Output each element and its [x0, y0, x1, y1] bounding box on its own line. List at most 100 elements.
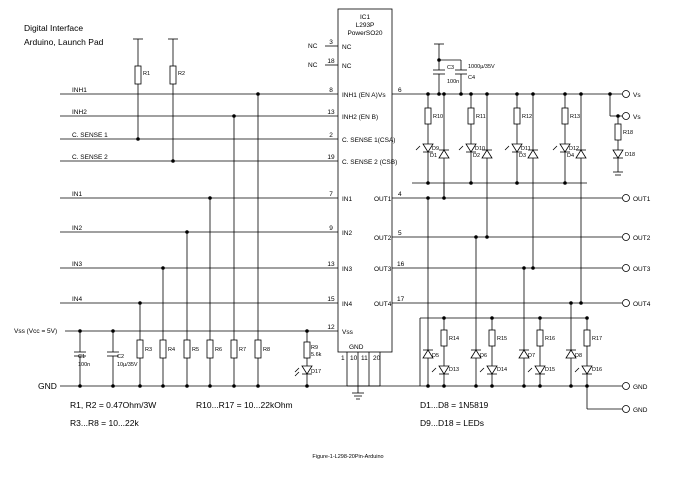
diode-label-d1: D1 [430, 153, 437, 159]
capacitor-c3: C3 100n [433, 43, 459, 96]
pin-in4: IN4 15 IN4 [60, 296, 353, 308]
svg-text:C3: C3 [447, 65, 454, 71]
svg-text:R3: R3 [145, 347, 152, 353]
svg-text:C1: C1 [78, 354, 85, 360]
led-label-d10: D10 [475, 146, 485, 152]
svg-text:Vs: Vs [378, 92, 386, 99]
svg-text:INH1: INH1 [72, 87, 87, 94]
svg-text:C. SENSE 2: C. SENSE 2 [72, 154, 108, 161]
svg-text:7: 7 [329, 191, 333, 198]
led-d14 [486, 365, 498, 375]
svg-text:C2: C2 [117, 354, 124, 360]
svg-text:C. SENSE 1: C. SENSE 1 [72, 132, 108, 139]
svg-text:9: 9 [329, 225, 333, 232]
resistor-r6: R6 [206, 196, 222, 388]
pin-nc-3: NC 3 NC [308, 39, 352, 51]
ic-body [337, 8, 393, 353]
svg-text:INH1 (EN A): INH1 (EN A) [342, 92, 378, 99]
resistor-r13 [561, 107, 569, 125]
pin-inh2: INH2 13 INH2 (EN B) [60, 109, 378, 121]
resistor-label-r17: R17 [592, 336, 602, 342]
svg-text:D17: D17 [311, 369, 321, 375]
title-line-2: Arduino, Launch Pad [24, 37, 104, 47]
svg-text:R1: R1 [143, 71, 150, 77]
resistor-r17 [583, 329, 591, 347]
svg-text:2: 2 [329, 132, 333, 139]
svg-text:C. SENSE 2 (CSB): C. SENSE 2 (CSB) [342, 159, 397, 166]
led-d11 [511, 143, 523, 153]
svg-text:IN3: IN3 [72, 261, 83, 268]
led-d15 [534, 365, 546, 375]
pin-nc-18: NC 18 NC [308, 58, 352, 70]
led-label-d13: D13 [449, 367, 459, 373]
ic-gnd-pin-20: 20 [373, 355, 381, 362]
pin-vs: Vs 6 Vs [378, 87, 641, 99]
svg-text:OUT2: OUT2 [633, 235, 651, 242]
svg-text:OUT1: OUT1 [374, 196, 392, 203]
resistor-r14 [440, 329, 448, 347]
resistor-r2: R2 [168, 38, 185, 163]
gnd-right-label-2: GND [633, 407, 648, 414]
svg-text:OUT4: OUT4 [374, 301, 392, 308]
title-line-1: Digital Interface [24, 23, 83, 33]
svg-text:13: 13 [327, 261, 335, 268]
svg-text:Vss (Vcc = 5V): Vss (Vcc = 5V) [14, 328, 57, 335]
svg-text:INH2 (EN B): INH2 (EN B) [342, 114, 378, 121]
led-d12 [559, 143, 571, 153]
svg-text:Vss: Vss [342, 329, 354, 336]
resistor-r5: R5 [183, 230, 199, 388]
svg-text:OUT3: OUT3 [374, 266, 392, 273]
capacitor-c4: 1000µ/35V C4 [437, 58, 495, 96]
svg-text:IN2: IN2 [72, 225, 83, 232]
svg-text:R9: R9 [311, 345, 318, 351]
resistor-r9: R9 5.6k [303, 329, 322, 366]
gnd-left-label: GND [38, 381, 57, 391]
gnd-right-label-1: GND [633, 384, 648, 391]
svg-text:INH2: INH2 [72, 109, 87, 116]
svg-text:17: 17 [397, 296, 405, 303]
svg-text:IN4: IN4 [72, 296, 83, 303]
svg-text:10µ/35V: 10µ/35V [117, 362, 138, 368]
svg-text:IN3: IN3 [342, 266, 353, 273]
svg-text:OUT2: OUT2 [374, 235, 392, 242]
ic-ref: IC1 [360, 14, 371, 21]
pin-out3: OUT3 16 OUT3 [374, 261, 651, 273]
svg-text:1000µ/35V: 1000µ/35V [468, 64, 495, 70]
resistor-r8: R8 [254, 92, 270, 388]
pin-csense1: C. SENSE 1 2 C. SENSE 1(CSA) [60, 132, 395, 144]
diode-label-d6: D6 [480, 353, 487, 359]
led-label-d15: D15 [545, 367, 555, 373]
led-d13 [438, 365, 450, 375]
svg-text:NC: NC [342, 63, 352, 70]
resistor-label-r13: R13 [570, 114, 580, 120]
svg-text:R2: R2 [178, 71, 185, 77]
svg-text:IN1: IN1 [72, 191, 83, 198]
led-d10 [465, 143, 477, 153]
svg-text:NC: NC [342, 44, 352, 51]
ic-gnd-pin-10: 10 [350, 355, 358, 362]
svg-text:13: 13 [327, 109, 335, 116]
resistor-r10 [424, 107, 432, 125]
gnd-terminal-1 [622, 382, 630, 390]
resistor-r4: R4 [159, 266, 175, 388]
diode-label-d3: D3 [519, 153, 526, 159]
led-d9 [422, 143, 434, 153]
svg-text:100n: 100n [78, 362, 90, 368]
resistor-r11 [467, 107, 475, 125]
svg-text:18: 18 [327, 58, 335, 65]
led-label-d9: D9 [432, 146, 439, 152]
svg-text:5.6k: 5.6k [311, 352, 322, 358]
diode-label-d8: D8 [575, 353, 582, 359]
svg-text:C4: C4 [468, 75, 475, 81]
svg-text:C. SENSE 1(CSA): C. SENSE 1(CSA) [342, 137, 395, 144]
note-r10-r17: R10...R17 = 10...22kOhm [196, 400, 293, 410]
svg-text:3: 3 [329, 39, 333, 46]
